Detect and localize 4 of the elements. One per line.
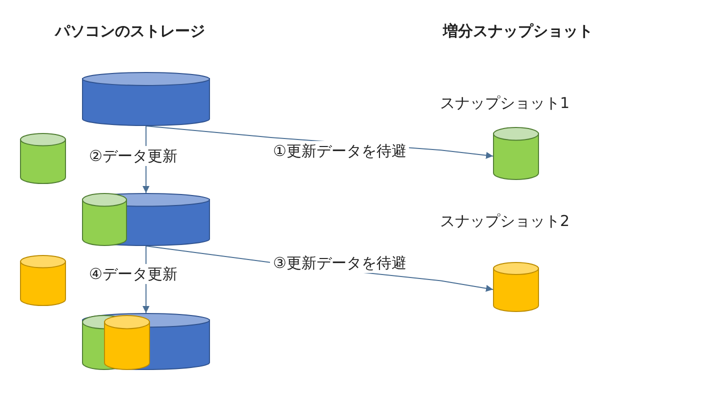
snapshot-title: スナップショット2 bbox=[440, 212, 570, 231]
column-heading: 増分スナップショット bbox=[443, 22, 593, 41]
column-heading: パソコンのストレージ bbox=[55, 22, 205, 41]
snapshot-title: スナップショット1 bbox=[440, 94, 570, 113]
